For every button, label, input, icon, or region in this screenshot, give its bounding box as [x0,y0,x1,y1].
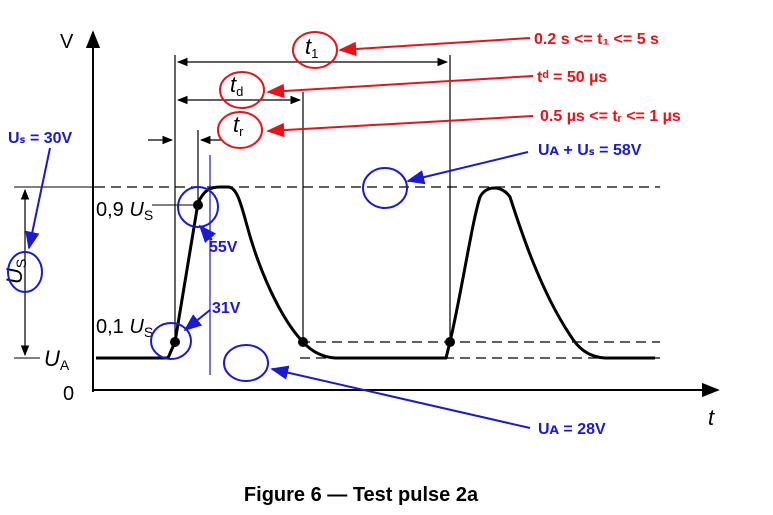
marker-second-pulse [445,337,455,347]
us-dimension-label: US [2,259,29,284]
ua-blue-arrow [270,365,531,429]
marker-rise-10pct [170,337,180,347]
t1-red-arrow [338,37,531,57]
us-value-annotation: Uₛ = 30V [8,130,73,147]
tr-red-arrow [266,115,534,138]
tr-range-annotation: 0.5 µs <= tᵣ <= 1 µs [540,108,681,125]
peak-blue-circle [177,186,219,228]
us-blue-circle [7,251,43,293]
level-90pct-label: 0,9 US [96,199,153,223]
y-axis-label: V [60,31,74,53]
ua-us-value-annotation: Uᴀ + Uₛ = 58V [538,142,642,159]
v55-annotation: 55V [209,239,238,256]
v31-blue-arrow [183,309,211,332]
v55-blue-arrow [198,224,217,243]
us-blue-arrow [25,147,51,250]
ua-blue-circle [223,344,269,382]
level-10pct-label: 0,1 US [96,316,153,340]
rise-blue-circle [150,322,192,360]
ua-value-annotation: Uᴀ = 28V [538,421,606,438]
t1-range-annotation: 0.2 s <= t₁ <= 5 s [534,31,659,48]
top-level-blue-circle [362,167,408,209]
td-label: td [230,72,243,99]
t1-label: t1 [305,34,318,61]
marker-fall-10pct [298,337,308,347]
x-axis-label: t [708,405,715,430]
marker-rise-90pct [193,200,203,210]
ua-us-blue-arrow [406,151,529,185]
tr-label: tr [233,112,244,139]
v31-annotation: 31V [212,300,241,317]
td-red-circle [219,71,265,109]
tr-red-circle [217,111,263,149]
t1-red-circle [292,31,338,69]
td-value-annotation: tᵈ = 50 µs [537,69,607,86]
ua-label: UA [44,346,70,373]
origin-label: 0 [63,383,74,405]
figure-caption: Figure 6 — Test pulse 2a [244,484,479,506]
td-red-arrow [266,75,534,99]
